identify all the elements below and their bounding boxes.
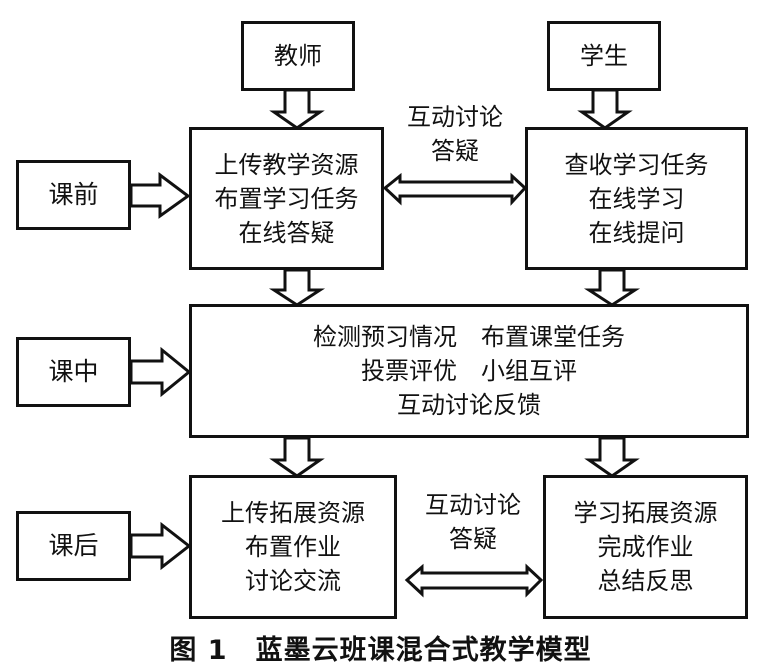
post-student-box: 学习拓展资源 完成作业 总结反思 xyxy=(543,475,748,619)
post-teacher-line: 上传拓展资源 xyxy=(221,499,365,527)
phase-in-box: 课中 xyxy=(16,337,131,407)
student-box: 学生 xyxy=(547,21,661,91)
in-class-line: 检测预习情况 布置课堂任务 xyxy=(313,323,625,351)
arrow-post-interaction xyxy=(404,563,544,598)
in-class-line: 投票评优 小组互评 xyxy=(361,357,577,385)
pre-interaction-line: 互动讨论 xyxy=(407,103,503,131)
arrow-student-to-pre xyxy=(577,88,633,130)
phase-pre-label: 课前 xyxy=(48,180,99,209)
arrow-post-label xyxy=(129,521,192,571)
pre-teacher-line: 布置学习任务 xyxy=(214,184,359,213)
pre-teacher-line: 上传教学资源 xyxy=(214,150,359,179)
post-interaction-line: 答疑 xyxy=(449,525,497,553)
in-class-line: 互动讨论反馈 xyxy=(397,391,541,419)
arrow-pre-student-to-in xyxy=(583,268,641,307)
pre-interaction-label: 互动讨论 答疑 xyxy=(390,100,520,168)
pre-student-line: 在线学习 xyxy=(588,184,685,213)
post-student-line: 学习拓展资源 xyxy=(573,499,718,527)
arrow-in-to-post-student xyxy=(584,436,640,478)
phase-pre-box: 课前 xyxy=(16,160,131,230)
post-teacher-box: 上传拓展资源 布置作业 讨论交流 xyxy=(189,475,397,619)
phase-in-label: 课中 xyxy=(48,357,99,386)
arrow-pre-interaction xyxy=(382,172,528,206)
student-label: 学生 xyxy=(580,42,628,70)
post-interaction-label: 互动讨论 答疑 xyxy=(408,488,538,556)
arrow-pre-teacher-to-in xyxy=(268,268,326,307)
post-student-line: 总结反思 xyxy=(597,567,694,595)
arrow-in-label xyxy=(129,346,192,398)
phase-post-label: 课后 xyxy=(48,531,99,560)
post-teacher-line: 讨论交流 xyxy=(245,567,341,595)
figure-caption: 图 1 蓝墨云班课混合式教学模型 xyxy=(169,635,592,666)
arrow-pre-label xyxy=(129,172,191,219)
pre-student-line: 查收学习任务 xyxy=(564,150,709,179)
post-student-line: 完成作业 xyxy=(597,533,694,561)
teacher-label: 教师 xyxy=(274,42,322,70)
pre-teacher-line: 在线答疑 xyxy=(238,218,335,247)
pre-student-box: 查收学习任务 在线学习 在线提问 xyxy=(525,127,748,270)
pre-student-line: 在线提问 xyxy=(588,218,685,247)
pre-teacher-box: 上传教学资源 布置学习任务 在线答疑 xyxy=(189,127,384,270)
post-interaction-line: 互动讨论 xyxy=(425,491,521,519)
pre-interaction-line: 答疑 xyxy=(431,137,479,165)
phase-post-box: 课后 xyxy=(16,511,131,581)
teacher-box: 教师 xyxy=(241,21,355,91)
in-class-box: 检测预习情况 布置课堂任务 投票评优 小组互评 互动讨论反馈 xyxy=(189,304,749,438)
post-teacher-line: 布置作业 xyxy=(245,533,341,561)
arrow-teacher-to-pre xyxy=(269,88,325,130)
arrow-in-to-post-teacher xyxy=(269,436,325,478)
